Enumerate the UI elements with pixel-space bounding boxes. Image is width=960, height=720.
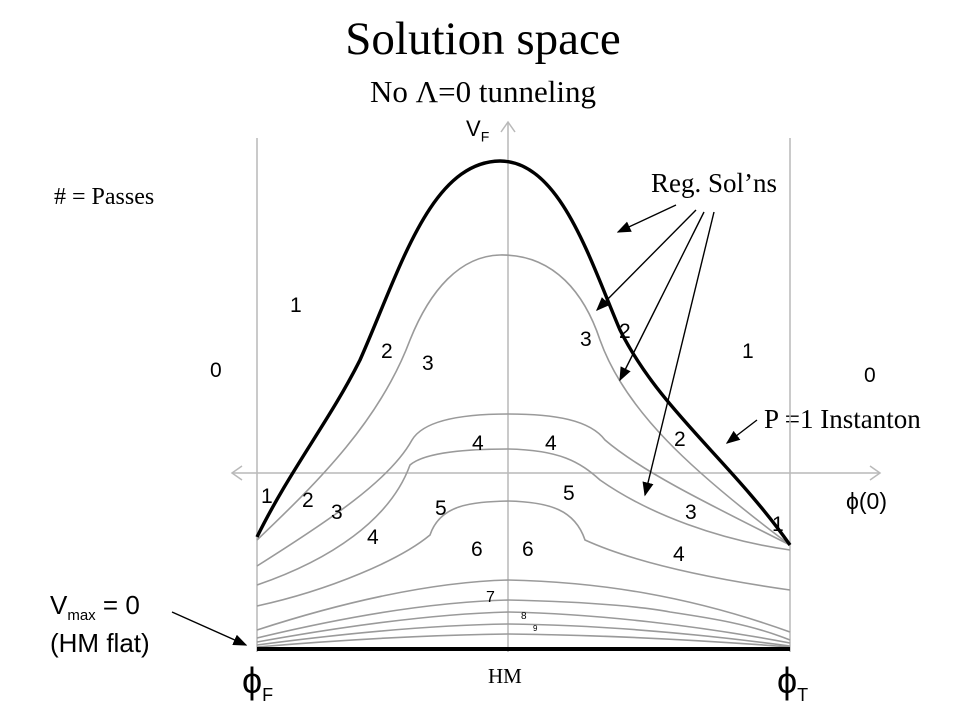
region-2-c: 2 (302, 489, 314, 512)
phi-t-main: ϕ (777, 660, 798, 701)
region-4-d: 4 (673, 543, 685, 566)
region-1-top-left: 1 (290, 294, 302, 317)
vmax-arrow (171, 611, 248, 646)
phi-t-sub: T (797, 685, 809, 706)
curve-pass-3-4 (256, 413, 791, 567)
region-9: 9 (533, 624, 538, 633)
passes-legend-note: # = Passes (54, 184, 155, 210)
instanton-curve (255, 159, 792, 546)
curve-pass-2-3 (256, 254, 791, 546)
curve-pass-9-a (256, 623, 791, 647)
reg-soln-arrow-1 (616, 204, 677, 233)
y-axis-label: VF (466, 116, 489, 144)
vmax-label: Vmax = 0 (50, 590, 140, 624)
curve-pass-6-7 (256, 579, 791, 633)
region-4-b: 4 (545, 432, 557, 455)
x-axis-left-arrow-icon (230, 465, 243, 481)
region-1-low-left: 1 (261, 485, 273, 508)
curve-pass-7-8 (256, 599, 791, 641)
x-axis-right-arrow-icon (869, 465, 882, 481)
region-8: 8 (521, 611, 527, 622)
vmax-main: V (50, 590, 68, 620)
reg-soln-arrow-4 (642, 211, 715, 497)
region-5-b: 5 (563, 482, 575, 505)
curve-pass-5-6 (256, 500, 791, 607)
slide-subtitle: No Λ=0 tunneling (370, 74, 596, 109)
slide-title: Solution space (345, 13, 621, 65)
region-5-a: 5 (435, 497, 447, 520)
reg-soln-arrow-2 (596, 209, 697, 311)
reg-solns-label: Reg. Sol’ns (651, 168, 778, 198)
y-axis-main: V (466, 116, 481, 141)
region-3-d: 3 (685, 501, 697, 524)
region-3-c: 3 (331, 501, 343, 524)
vmax-sub: max (67, 607, 96, 625)
y-axis-sub: F (480, 128, 490, 145)
instanton-arrow (725, 419, 758, 444)
region-3-a: 3 (422, 352, 434, 375)
phi-f-main: ϕ (242, 660, 263, 701)
phi-f-label: ϕF (242, 660, 273, 706)
y-axis-up-arrow-icon (500, 120, 516, 133)
curve-pass-9-b (256, 633, 791, 648)
curve-pass-4-5 (256, 448, 791, 586)
hm-label: HM (488, 664, 522, 688)
x-axis-label: ϕ(0) (846, 488, 887, 514)
region-4-a: 4 (472, 432, 484, 455)
region-4-c: 4 (367, 526, 379, 549)
region-2-d: 2 (674, 428, 686, 451)
region-3-b: 3 (580, 328, 592, 351)
reg-soln-arrow-3 (619, 211, 705, 382)
region-2-b: 2 (619, 320, 631, 343)
vmax-rest: = 0 (95, 590, 140, 620)
region-0-left: 0 (210, 359, 222, 382)
phi-t-label: ϕT (777, 660, 808, 706)
region-6-a: 6 (471, 538, 483, 561)
phi-f-sub: F (262, 685, 274, 706)
region-2-a: 2 (381, 340, 393, 363)
hm-flat-label: (HM flat) (50, 628, 150, 658)
region-6-b: 6 (522, 538, 534, 561)
region-7: 7 (486, 589, 495, 606)
curve-pass-8-9 (256, 611, 791, 644)
region-1-right: 1 (742, 340, 754, 363)
region-1-low-right: 1 (772, 513, 784, 536)
region-0-right: 0 (864, 364, 876, 387)
